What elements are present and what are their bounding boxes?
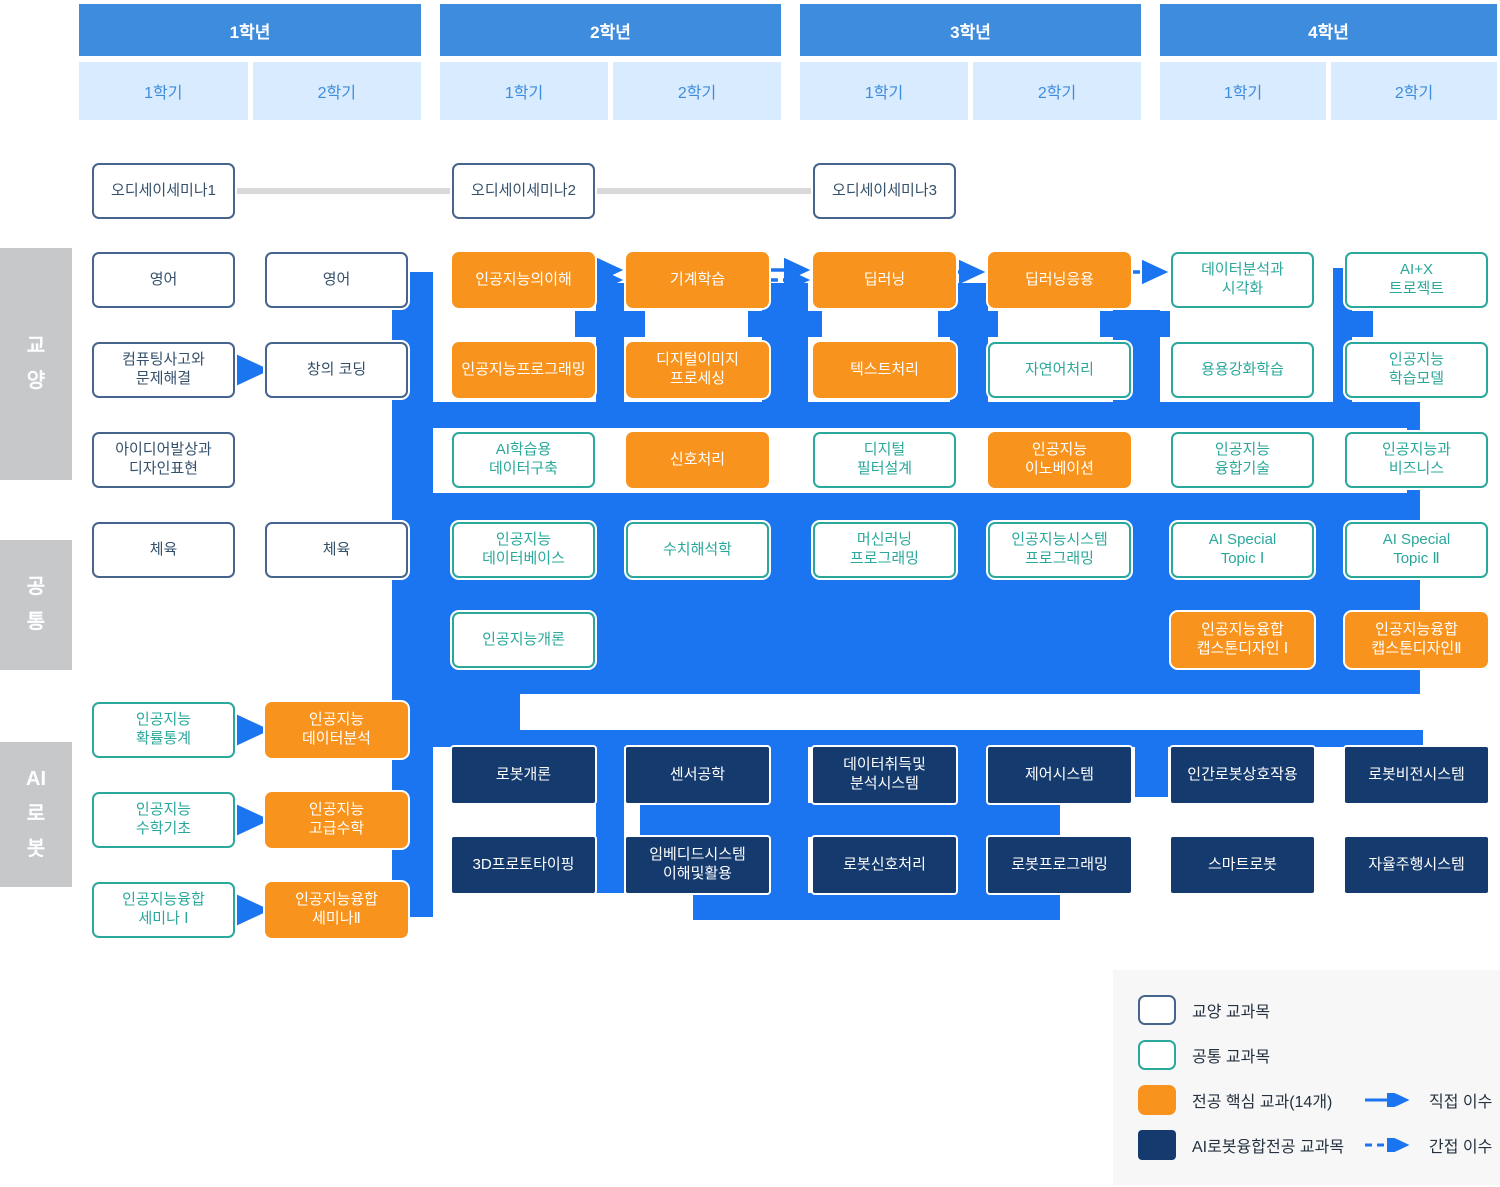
course-box: 인공지능융합 세미나 Ⅰ [92, 882, 235, 938]
course-box: 인공지능 수학기초 [92, 792, 235, 848]
dashed-arrow-icon [1365, 1138, 1410, 1152]
legend-item: AI로봇융합전공 교과목 [1138, 1130, 1344, 1160]
year-header: 2학년 [440, 4, 781, 56]
course-box: 오디세이세미나1 [92, 163, 235, 219]
category-label: AI 로 봇 [0, 742, 72, 887]
course-box: 인공지능 데이터분석 [265, 702, 408, 758]
course-box: 인공지능의이해 [452, 252, 595, 308]
year-header: 3학년 [800, 4, 1141, 56]
year-header: 1학년 [79, 4, 421, 56]
course-box: 아이디어발상과 디자인표현 [92, 432, 235, 488]
course-box: AI Special Topic Ⅱ [1345, 522, 1488, 578]
legend-swatch-robot [1138, 1130, 1176, 1160]
course-box: 인공지능 융합기술 [1171, 432, 1314, 488]
legend-label: 교양 교과목 [1192, 1004, 1271, 1021]
legend-swatch-common [1138, 1040, 1176, 1070]
course-box: 스마트로봇 [1171, 837, 1314, 893]
course-box: 인공지능융합 세미나Ⅱ [265, 882, 408, 938]
course-box: 임베디드시스템 이해및활용 [626, 837, 769, 893]
course-box: 데이터분석과 시각화 [1171, 252, 1314, 308]
solid-arrow-icon [1365, 1093, 1410, 1107]
legend-arrow-dashed: 간접 이수 [1363, 1130, 1492, 1160]
course-box: 로봇비전시스템 [1345, 747, 1488, 803]
course-box: 인공지능융합 캡스톤디자인Ⅱ [1345, 612, 1488, 668]
legend-item: 전공 핵심 교과(14개) [1138, 1085, 1332, 1115]
semester-cell: 1학기 [800, 62, 968, 120]
legend-swatch-liberal [1138, 995, 1176, 1025]
legend-swatch-core [1138, 1085, 1176, 1115]
course-box: 창의 코딩 [265, 342, 408, 398]
legend-item: 교양 교과목 [1138, 995, 1270, 1025]
course-box: 제어시스템 [988, 747, 1131, 803]
semester-cell: 2학기 [613, 62, 781, 120]
course-box: 컴퓨팅사고와 문제해결 [92, 342, 235, 398]
category-label: 교 양 [0, 248, 72, 480]
legend-item: 공통 교과목 [1138, 1040, 1270, 1070]
course-box: 머신러닝 프로그래밍 [813, 522, 956, 578]
course-box: 영어 [92, 252, 235, 308]
year-header: 4학년 [1160, 4, 1497, 56]
odyssey-connector-lines [234, 188, 813, 194]
course-box: 인공지능융합 캡스톤디자인 Ⅰ [1171, 612, 1314, 668]
course-box: AI학습용 데이터구축 [452, 432, 595, 488]
course-box: 딥러닝 [813, 252, 956, 308]
legend-label: 공통 교과목 [1192, 1049, 1271, 1066]
semester-cell: 1학기 [440, 62, 608, 120]
course-box: 로봇개론 [452, 747, 595, 803]
category-label: 공 통 [0, 540, 72, 670]
semester-cell: 2학기 [252, 62, 421, 120]
semester-cell: 1학기 [79, 62, 248, 120]
course-box: 용용강화학습 [1171, 342, 1314, 398]
course-box: 인공지능시스템 프로그래밍 [988, 522, 1131, 578]
legend-arrow-solid: 직접 이수 [1363, 1085, 1492, 1115]
legend-label: AI로봇융합전공 교과목 [1192, 1139, 1345, 1156]
course-box: 디지털 필터설계 [813, 432, 956, 488]
course-box: 자연어처리 [988, 342, 1131, 398]
prerequisite-arrows [210, 257, 1169, 938]
course-box: 인공지능 이노베이션 [988, 432, 1131, 488]
course-box: 인공지능 고급수학 [265, 792, 408, 848]
course-box: 오디세이세미나2 [452, 163, 595, 219]
legend-arrow-label: 직접 이수 [1429, 1094, 1493, 1111]
semester-cell: 2학기 [1331, 62, 1497, 120]
course-box: AI Special Topic Ⅰ [1171, 522, 1314, 578]
course-box: 인공지능 확률통계 [92, 702, 235, 758]
semester-cell: 2학기 [973, 62, 1141, 120]
semester-cell: 1학기 [1160, 62, 1326, 120]
course-box: 오디세이세미나3 [813, 163, 956, 219]
course-box: 인간로봇상호작용 [1171, 747, 1314, 803]
course-box: 체육 [265, 522, 408, 578]
course-box: 디지털이미지 프로세싱 [626, 342, 769, 398]
course-box: 인공지능과 비즈니스 [1345, 432, 1488, 488]
legend-arrow-label: 간접 이수 [1429, 1139, 1493, 1156]
course-box: 체육 [92, 522, 235, 578]
course-box: 인공지능 데이터베이스 [452, 522, 595, 578]
course-box: 신호처리 [626, 432, 769, 488]
course-box: 데이터취득및 분석시스템 [813, 747, 956, 803]
course-box: 딥러닝응용 [988, 252, 1131, 308]
course-box: 인공지능프로그래밍 [452, 342, 595, 398]
course-box: 기계학습 [626, 252, 769, 308]
course-box: 3D프로토타이핑 [452, 837, 595, 893]
course-box: 인공지능 학습모델 [1345, 342, 1488, 398]
course-box: 로봇신호처리 [813, 837, 956, 893]
course-box: 로봇프로그래밍 [988, 837, 1131, 893]
course-box: 영어 [265, 252, 408, 308]
course-box: 인공지능개론 [452, 612, 595, 668]
course-box: 수치해석학 [626, 522, 769, 578]
course-box: AI+X 트로젝트 [1345, 252, 1488, 308]
course-box: 자율주행시스템 [1345, 837, 1488, 893]
legend-label: 전공 핵심 교과(14개) [1192, 1094, 1333, 1111]
course-box: 텍스트처리 [813, 342, 956, 398]
course-box: 센서공학 [626, 747, 769, 803]
